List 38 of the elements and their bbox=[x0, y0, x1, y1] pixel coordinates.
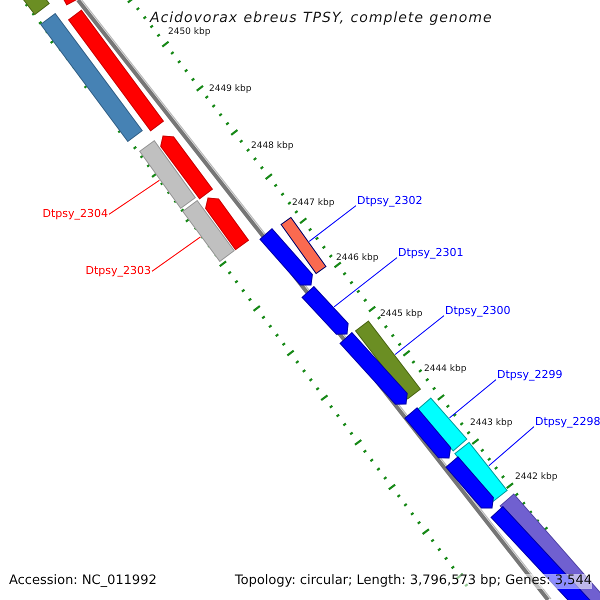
gene-label: Dtpsy_2300 bbox=[445, 305, 511, 318]
gene-bar bbox=[445, 456, 494, 508]
scale-label: 2449 kbp bbox=[209, 84, 252, 94]
gene-bar bbox=[404, 407, 452, 458]
leader-line bbox=[449, 379, 496, 418]
genome-summary-text: Topology: circular; Length: 3,796,573 bp; Genes: 3,544 bbox=[234, 574, 592, 589]
gene-bar bbox=[259, 228, 313, 286]
scale-label: 2450 kbp bbox=[168, 27, 210, 38]
title: Acidovorax ebreus TPSY, complete genome bbox=[150, 10, 493, 26]
leader-line bbox=[152, 236, 201, 272]
gene-bar bbox=[280, 216, 327, 274]
gene-bar bbox=[139, 140, 196, 209]
scale-label: 2444 kbp bbox=[424, 364, 466, 374]
gene-label: Dtpsy_2301 bbox=[398, 247, 464, 260]
leader-line bbox=[108, 180, 160, 215]
gene-bar bbox=[416, 397, 468, 452]
gene-bar bbox=[301, 286, 349, 335]
gene-bar bbox=[182, 200, 235, 262]
gene-bar bbox=[160, 135, 214, 200]
gene-label: Dtpsy_2303 bbox=[85, 265, 151, 278]
leader-line bbox=[394, 315, 444, 356]
scale-label: 2445 kbp bbox=[380, 309, 422, 320]
gene-bar bbox=[205, 197, 250, 250]
gene-label: Dtpsy_2299 bbox=[497, 369, 563, 382]
scale-label: 2446 kbp bbox=[336, 253, 378, 264]
gene-label: Dtpsy_2298 bbox=[535, 416, 600, 429]
scale-label: 2443 kbp bbox=[470, 418, 512, 428]
gene-bar bbox=[339, 332, 408, 405]
accession-text: Accession: NC_011992 bbox=[9, 574, 157, 589]
gene-bar bbox=[354, 320, 422, 400]
scale-label: 2447 kbp bbox=[292, 198, 334, 208]
scale-label: 2442 kbp bbox=[515, 472, 558, 482]
gene-label: Dtpsy_2302 bbox=[357, 195, 423, 208]
gene-bar bbox=[40, 12, 143, 142]
gene-label: Dtpsy_2304 bbox=[42, 208, 108, 221]
scale-label: 2448 kbp bbox=[251, 141, 294, 152]
leader-line bbox=[308, 205, 356, 242]
leader-line bbox=[334, 257, 398, 308]
